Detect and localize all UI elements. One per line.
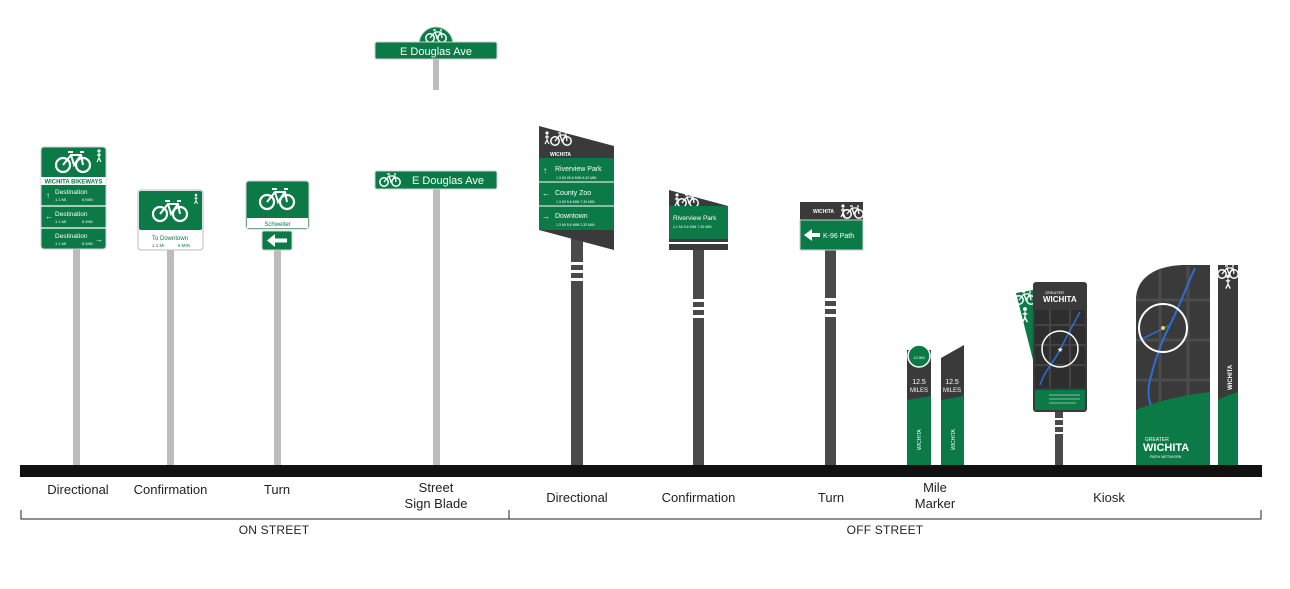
- label-street-blade-line1: Street: [418, 480, 454, 495]
- brand: WICHITA: [550, 152, 571, 158]
- row-time: 6 MIN: [82, 197, 93, 202]
- marker-value: 12.5: [945, 379, 959, 386]
- arrow-up-icon: ↑: [46, 191, 50, 200]
- brand-small: GREATER: [1145, 437, 1169, 443]
- off-street-confirmation-sign: Riverview Park 1.1 MI 5-6 MIN 7-33 MIN: [669, 190, 728, 465]
- row-dist: 1.1 MI: [55, 241, 66, 246]
- sign-dist: 1.1 MI: [152, 243, 165, 248]
- brand-vertical: WICHITA: [1228, 364, 1234, 390]
- on-street-turn-sign: Schweiter: [245, 180, 310, 465]
- arrow-left-icon: [804, 229, 820, 241]
- off-street-bracket: [509, 510, 1262, 520]
- arrow-right-icon: →: [95, 235, 103, 244]
- arrow-left-icon: ←: [45, 212, 53, 221]
- arrow-up-icon: ↑: [543, 166, 547, 175]
- row-dist: 1.1 MI: [55, 197, 66, 202]
- sign-dest: Riverview Park: [673, 215, 717, 222]
- on-street-bracket: [20, 510, 510, 520]
- brand: WICHITA: [1043, 295, 1077, 304]
- brand-small: GREATER: [1045, 290, 1064, 295]
- row-dest: Destination: [55, 233, 88, 240]
- on-street-confirmation-sign: To Downtown 1.1 MI 6 MIN: [137, 189, 204, 465]
- label-on-turn: Turn: [263, 482, 291, 497]
- pole: [571, 238, 583, 465]
- label-off-directional: Directional: [546, 490, 608, 505]
- row-dest: County Zoo: [555, 190, 591, 197]
- marker-unit: MILES: [943, 388, 961, 394]
- label-on-confirmation: Confirmation: [133, 482, 208, 497]
- row-info: 1.3 MI 5-6 MIN 7-33 MIN: [556, 200, 595, 204]
- ground-line: [20, 465, 1262, 477]
- label-on-directional: Directional: [47, 482, 109, 497]
- sign-dest: To Downtown: [152, 236, 188, 242]
- pole: [825, 249, 836, 465]
- mile-marker-a: 12.5M 12.5 MILES WICHITA: [907, 344, 931, 465]
- label-mile-marker-line2: Marker: [914, 496, 956, 511]
- label-off-confirmation: Confirmation: [661, 490, 736, 505]
- sign-header: WICHITA BIKEWAYS: [44, 180, 102, 186]
- row-dest: Riverview Park: [555, 166, 602, 173]
- category-on-street: ON STREET: [238, 523, 310, 537]
- star-icon: ★: [1057, 346, 1063, 354]
- sign-time: 6 MIN: [178, 243, 190, 248]
- blade-text-top: E Douglas Ave: [400, 46, 472, 58]
- brand: WICHITA: [813, 209, 834, 215]
- on-street-directional-sign: WICHITA BIKEWAYS ↑ Destination 1.1 MI 6 …: [40, 146, 107, 465]
- brand: WICHITA: [1143, 442, 1189, 454]
- sign-info: 1.1 MI 5-6 MIN 7-33 MIN: [673, 225, 712, 229]
- brand-vertical: WICHITA: [917, 429, 923, 450]
- row-time: 6 MIN: [82, 219, 93, 224]
- row-dest: Destination: [55, 211, 88, 218]
- row-time: 6 MIN: [82, 241, 93, 246]
- street-sign-blade: E Douglas Ave E Douglas Ave: [374, 26, 498, 465]
- label-kiosk: Kiosk: [1093, 490, 1125, 505]
- pole: [693, 248, 704, 465]
- row-info: 1.3 MI 25-6 MIN 6-32 MIN: [556, 176, 597, 180]
- category-off-street: OFF STREET: [846, 523, 924, 537]
- sign-dest: K-96 Path: [823, 233, 854, 240]
- kiosk-large: GREATER WICHITA PATH NETWORK WICHITA: [1136, 265, 1239, 465]
- brand-vertical: WICHITA: [951, 429, 957, 450]
- mile-marker-b: 12.5 MILES WICHITA: [941, 345, 964, 465]
- arrow-left-icon: ←: [542, 189, 550, 198]
- row-dist: 1.1 MI: [55, 219, 66, 224]
- network: PATH NETWORK: [1150, 454, 1182, 459]
- pole: [73, 248, 80, 465]
- kiosk-small: GREATER WICHITA ★: [1014, 282, 1087, 465]
- arrow-right-icon: →: [542, 212, 550, 221]
- row-dest: Destination: [55, 189, 88, 196]
- row-info: 1.3 MI 5-6 MIN 2-33 MIN: [556, 223, 595, 227]
- marker-unit: MILES: [910, 388, 928, 394]
- sign-street: Schweiter: [264, 222, 290, 228]
- blade-text-bottom: E Douglas Ave: [412, 175, 484, 187]
- pole: [167, 250, 174, 465]
- pole: [1055, 410, 1063, 465]
- arrow-left-icon: [267, 234, 287, 247]
- label-street-blade-line2: Sign Blade: [404, 496, 468, 511]
- off-street-turn-sign: WICHITA K-96 Path: [799, 202, 864, 465]
- marker-tag: 12.5M: [913, 355, 924, 360]
- row-dest: Downtown: [555, 213, 588, 220]
- off-street-directional-sign: WICHITA ↑ Riverview Park 1.3 MI 25-6 MIN…: [539, 126, 614, 465]
- pole: [274, 250, 281, 465]
- label-off-turn: Turn: [817, 490, 845, 505]
- marker-value: 12.5: [912, 379, 926, 386]
- label-mile-marker-line1: Mile: [923, 480, 947, 495]
- pole: [433, 188, 440, 465]
